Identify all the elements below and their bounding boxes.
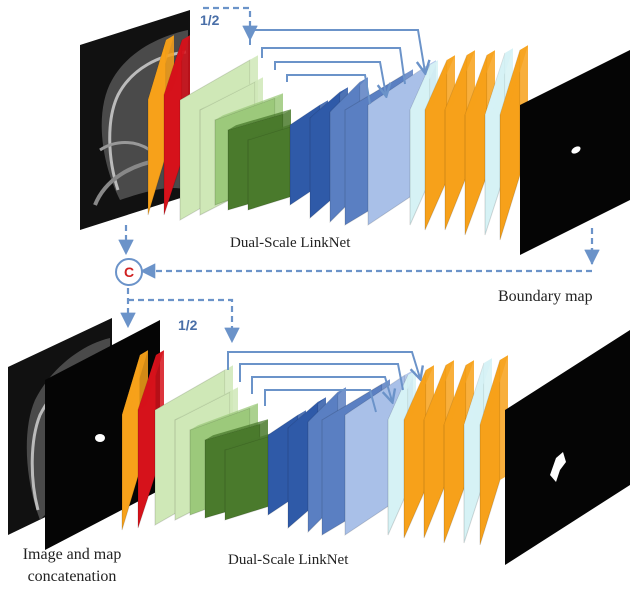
bottom-dual-scale-linknet xyxy=(8,318,630,565)
top-network-label: Dual-Scale LinkNet xyxy=(230,235,351,251)
bottom-layer-orange-0 xyxy=(121,350,148,531)
concatenation-node: C xyxy=(115,258,143,286)
concatenation-label-line2: concatenation xyxy=(27,568,117,585)
boundary-map-label: Boundary map xyxy=(498,288,593,305)
segmentation-output-image xyxy=(505,330,630,565)
boundary-map-image xyxy=(520,50,630,255)
downsample-label-bottom: 1/2 xyxy=(178,317,198,333)
concatenation-label-line1: Image and map xyxy=(22,546,122,563)
downsample-label-top: 1/2 xyxy=(200,12,220,28)
bottom-network-label: Dual-Scale LinkNet xyxy=(228,552,349,568)
top-dual-scale-linknet xyxy=(80,10,630,255)
data-flow-arrows xyxy=(118,6,600,344)
concatenation-label: Image and map concatenation xyxy=(6,544,138,588)
